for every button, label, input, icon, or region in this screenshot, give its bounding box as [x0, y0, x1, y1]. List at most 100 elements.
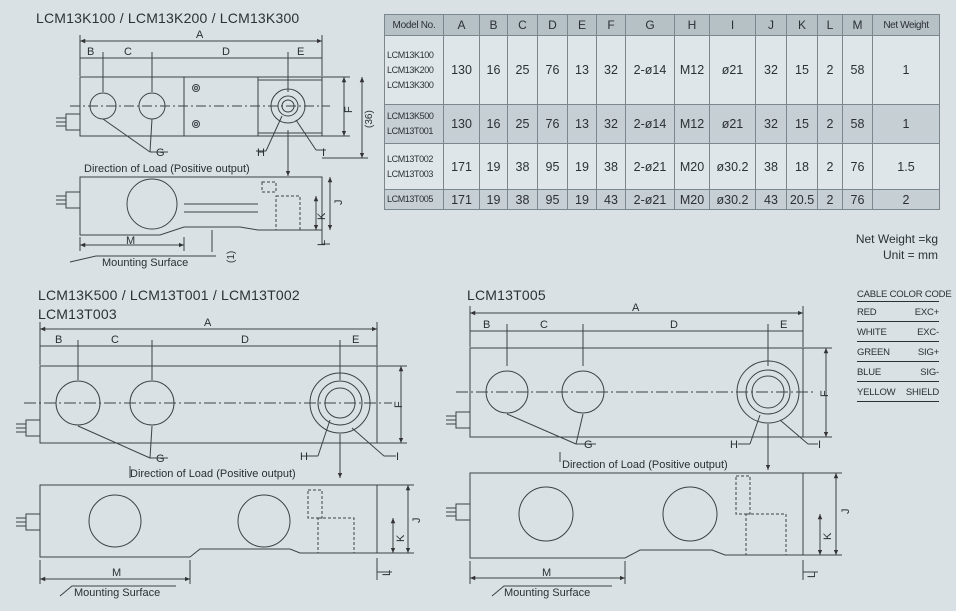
label-G-3: G [584, 439, 593, 451]
label-A-3: A [632, 302, 640, 314]
header-k: K [786, 14, 818, 36]
unit-note: Unit = mm [882, 248, 938, 262]
cable-color: WHITE [857, 327, 887, 338]
value-cell: 2 [817, 189, 843, 210]
model-name: LCM13K300 [387, 79, 434, 90]
label-M-3: M [542, 567, 551, 579]
value-cell: 95 [537, 189, 568, 210]
value-cell: 32 [755, 35, 787, 105]
k100-side-view [56, 176, 333, 263]
label-36: (36) [364, 110, 375, 128]
value-cell: 25 [507, 104, 538, 144]
value-cell: 38 [596, 143, 626, 190]
value-cell: 32 [596, 35, 626, 105]
model-name: LCM13K200 [387, 64, 434, 75]
header-b: B [479, 14, 508, 36]
label-K-3: K [822, 532, 834, 540]
label-1: (1) [226, 251, 237, 263]
title-bottom-left-2: LCM13T003 [38, 306, 117, 322]
label-L: L [316, 240, 328, 246]
label-D-3: D [670, 319, 678, 331]
cable-signal: EXC- [917, 327, 939, 338]
header-f: F [596, 14, 626, 36]
cable-color: RED [857, 307, 877, 318]
k500-side-view [16, 484, 414, 597]
net-weight-note: Net Weight =kg [855, 232, 938, 246]
label-mounting-3: Mounting Surface [504, 587, 590, 599]
value-cell: 20.5 [786, 189, 818, 210]
cable-signal: SIG- [920, 367, 939, 378]
title-bottom-left: LCM13K500 / LCM13T001 / LCM13T002 [38, 287, 300, 303]
header-c: C [507, 14, 538, 36]
value-cell: 38 [507, 143, 538, 190]
label-E-2: E [352, 334, 359, 346]
value-cell: 58 [842, 104, 873, 144]
label-H: H [257, 147, 265, 159]
title-bottom-right: LCM13T005 [467, 287, 546, 303]
value-cell: 15 [786, 35, 818, 105]
label-B: B [87, 46, 94, 58]
label-F: F [343, 106, 355, 113]
value-cell: 130 [443, 104, 480, 144]
label-direction-3: Direction of Load (Positive output) [562, 459, 728, 471]
label-C: C [124, 46, 132, 58]
label-mounting-2: Mounting Surface [74, 587, 160, 599]
value-cell: M20 [674, 143, 710, 190]
value-cell: 13 [567, 104, 597, 144]
value-cell: 95 [537, 143, 568, 190]
value-cell: 19 [567, 189, 597, 210]
label-B-3: B [483, 319, 490, 331]
value-cell: 76 [842, 143, 873, 190]
cable-row: RED EXC+ [857, 305, 939, 322]
label-L-3: L [806, 572, 818, 578]
value-cell: M12 [674, 35, 710, 105]
header-i: I [709, 14, 756, 36]
value-cell: 171 [443, 143, 480, 190]
model-name: LCM13K500 [387, 111, 434, 121]
label-F-3: F [819, 390, 831, 397]
value-cell: 19 [479, 143, 508, 190]
label-H-3: H [730, 439, 738, 451]
label-M: M [126, 235, 135, 247]
value-cell: 130 [443, 35, 480, 105]
cable-row: YELLOW SHIELD [857, 385, 939, 402]
cable-header: CABLE COLOR CODE [857, 289, 952, 302]
value-cell: ø21 [709, 104, 756, 144]
value-cell: 38 [755, 143, 787, 190]
value-cell: 1.5 [872, 143, 940, 190]
label-I-3: I [818, 439, 821, 451]
label-C-2: C [111, 334, 119, 346]
label-direction-1: Direction of Load (Positive output) [84, 163, 250, 175]
value-cell: 171 [443, 189, 480, 210]
cable-signal: SHIELD [905, 387, 939, 398]
label-L-2: L [381, 570, 393, 576]
value-cell: 76 [537, 104, 568, 144]
cable-color: YELLOW [857, 387, 896, 398]
value-cell: M12 [674, 104, 710, 144]
value-cell: 16 [479, 104, 508, 144]
value-cell: 43 [596, 189, 626, 210]
label-E: E [297, 46, 304, 58]
value-cell: 1 [872, 35, 940, 105]
header-j: J [755, 14, 787, 36]
label-G: G [156, 147, 165, 159]
label-J: J [333, 200, 345, 206]
value-cell: ø30.2 [709, 143, 756, 190]
label-A-2: A [204, 317, 212, 329]
model-name: LCM13T002 [387, 153, 433, 164]
header-g: G [625, 14, 675, 36]
label-K-2: K [395, 534, 407, 542]
value-cell: 15 [786, 104, 818, 144]
label-B-2: B [55, 334, 62, 346]
value-cell: 2-ø21 [625, 189, 675, 210]
value-cell: 16 [479, 35, 508, 105]
label-J-2: J [411, 518, 423, 524]
cable-signal: EXC+ [914, 307, 939, 318]
